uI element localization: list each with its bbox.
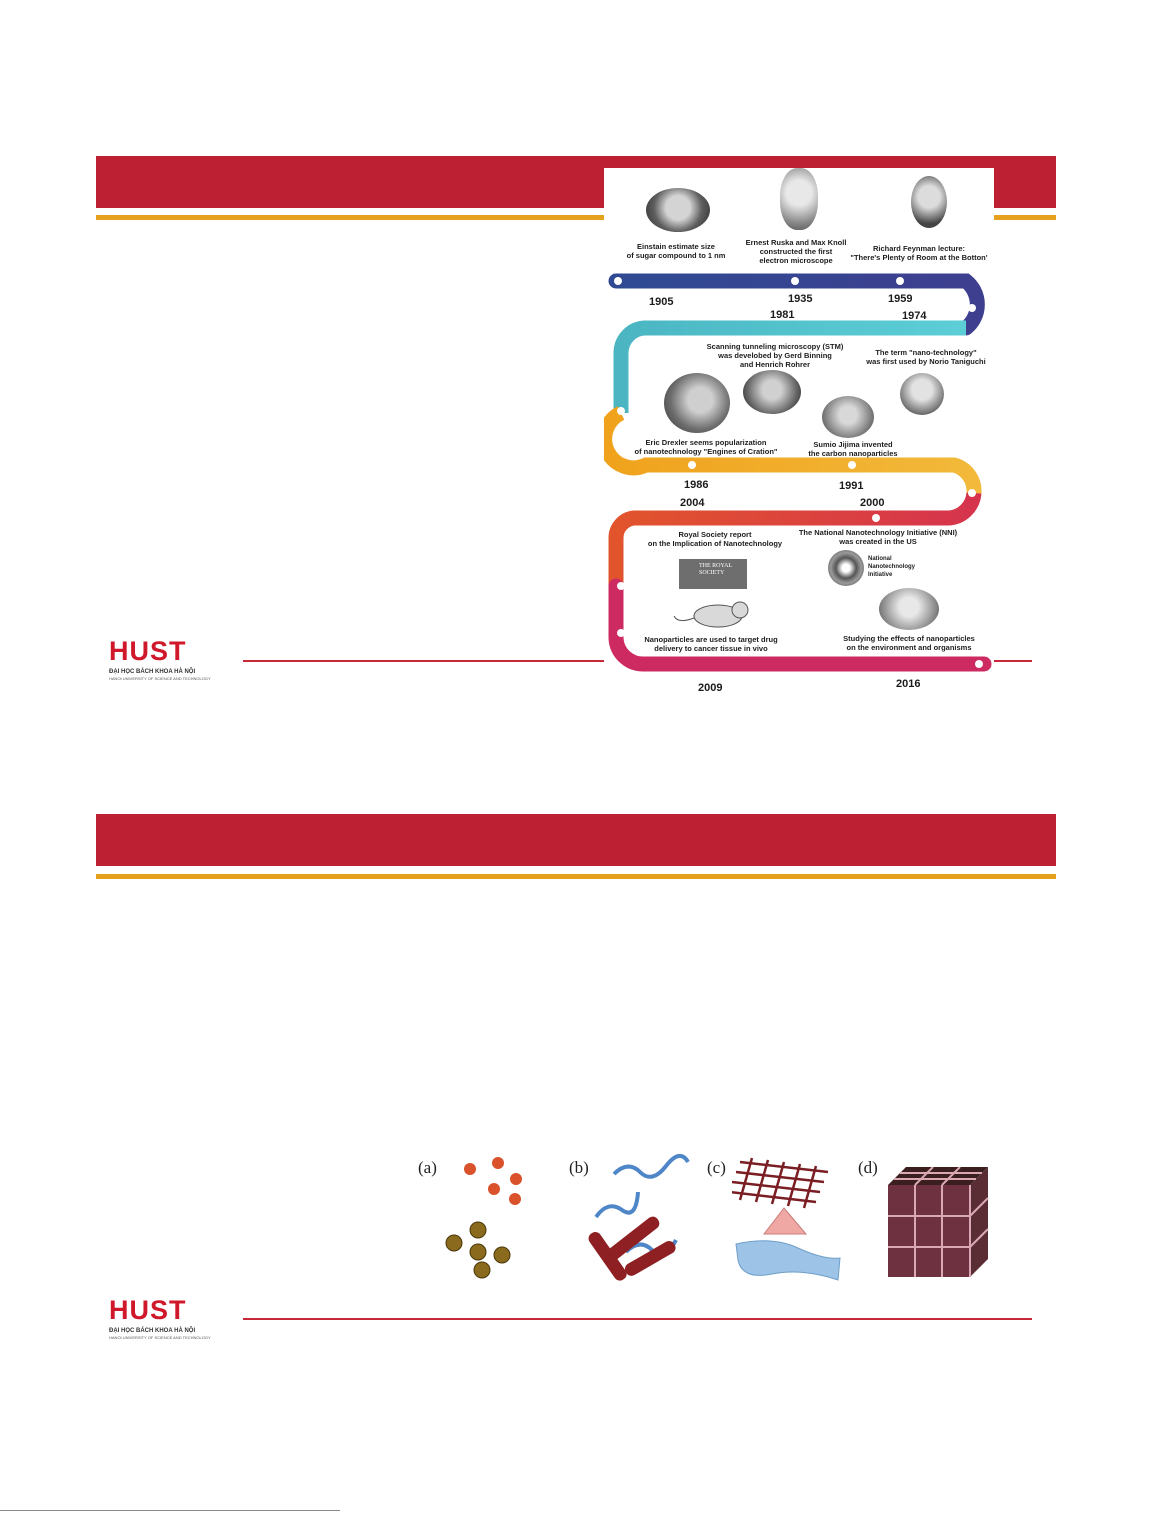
year-2000: 2000 bbox=[860, 497, 885, 509]
hust-logo: HUST ĐẠI HỌC BÁCH KHOA HÀ NỘI HANOI UNIV… bbox=[109, 638, 221, 682]
mouse-illustration bbox=[673, 601, 749, 628]
nni-logo-text: National Nanotechnology Initiative bbox=[868, 556, 916, 578]
label-d: (d) bbox=[858, 1158, 878, 1177]
slide-1-gold-rule bbox=[96, 215, 1056, 220]
ruska-knoll-photo bbox=[780, 168, 818, 230]
year-1935: 1935 bbox=[788, 293, 813, 305]
jijima-photo bbox=[822, 396, 874, 438]
label-a: (a) bbox=[418, 1158, 437, 1177]
hust-logo: HUST ĐẠI HỌC BÁCH KHOA HÀ NỘI HANOI UNIV… bbox=[109, 1297, 221, 1341]
slide-2-gold-rule bbox=[96, 874, 1056, 879]
caption-2000: The National Nanotechnology Initiative (… bbox=[798, 528, 958, 546]
slide-2-footer-line bbox=[243, 1318, 1032, 1320]
drexler-photo bbox=[664, 373, 730, 433]
hust-logo-subtitle-en: HANOI UNIVERSITY OF SCIENCE AND TECHNOLO… bbox=[109, 1335, 211, 1340]
year-1905: 1905 bbox=[649, 296, 674, 308]
nni-logo-icon bbox=[828, 550, 864, 586]
caption-1974: The term "nano-technology" was first use… bbox=[866, 348, 986, 366]
caption-1905: Einstain estimate size of sugar compound… bbox=[626, 242, 726, 260]
year-2009: 2009 bbox=[698, 682, 723, 694]
two-d-nanosheets bbox=[732, 1157, 841, 1281]
binning-rohrer-photo bbox=[743, 370, 801, 414]
einstein-photo bbox=[646, 188, 710, 232]
year-2004: 2004 bbox=[680, 497, 705, 509]
caption-1959: Richard Feynman lecture: "There's Plenty… bbox=[850, 244, 988, 262]
label-b: (b) bbox=[569, 1158, 589, 1177]
caption-2016: Studying the effects of nanoparticles on… bbox=[843, 634, 975, 652]
slide-1-footer-line bbox=[243, 660, 604, 662]
slide-2-title-banner bbox=[96, 814, 1056, 866]
hust-logo-text: HUST bbox=[109, 1295, 187, 1325]
caption-1935: Ernest Ruska and Max Knoll constructed t… bbox=[745, 238, 847, 265]
slide-1-footer-line-right bbox=[994, 660, 1032, 662]
caption-1991: Sumio Jijima invented the carbon nanopar… bbox=[808, 440, 898, 458]
year-1959: 1959 bbox=[888, 293, 913, 305]
page-bottom-rule bbox=[0, 1510, 340, 1511]
caption-2004: Royal Society report on the Implication … bbox=[647, 530, 783, 548]
nanotech-timeline-figure: THE ROYAL SOCIETY National Nanotechnolog… bbox=[597, 168, 994, 698]
year-1974: 1974 bbox=[902, 310, 927, 322]
year-1986: 1986 bbox=[684, 479, 709, 491]
one-d-nanowires bbox=[588, 1154, 690, 1281]
timeline-ribbon bbox=[597, 273, 992, 672]
taniguchi-photo bbox=[900, 373, 944, 415]
year-1991: 1991 bbox=[839, 480, 864, 492]
year-1981: 1981 bbox=[770, 309, 795, 321]
hust-logo-subtitle: ĐẠI HỌC BÁCH KHOA HÀ NỘI bbox=[109, 669, 196, 675]
caption-1986: Eric Drexler seems popularization of nan… bbox=[634, 438, 778, 456]
hust-logo-subtitle-en: HANOI UNIVERSITY OF SCIENCE AND TECHNOLO… bbox=[109, 676, 211, 681]
caption-1981: Scanning tunneling microscopy (STM) was … bbox=[706, 342, 844, 369]
royal-society-logo: THE ROYAL SOCIETY bbox=[679, 559, 747, 589]
hust-logo-subtitle: ĐẠI HỌC BÁCH KHOA HÀ NỘI bbox=[109, 1328, 196, 1334]
feynman-photo bbox=[911, 176, 947, 228]
three-d-nanostructure bbox=[888, 1167, 989, 1277]
label-c: (c) bbox=[707, 1158, 726, 1177]
caption-2009: Nanoparticles are used to target drug de… bbox=[644, 635, 778, 653]
environment-study-photo bbox=[879, 588, 939, 630]
zero-d-nanoparticles bbox=[445, 1157, 522, 1279]
year-2016: 2016 bbox=[896, 678, 921, 690]
hust-logo-text: HUST bbox=[109, 636, 187, 666]
